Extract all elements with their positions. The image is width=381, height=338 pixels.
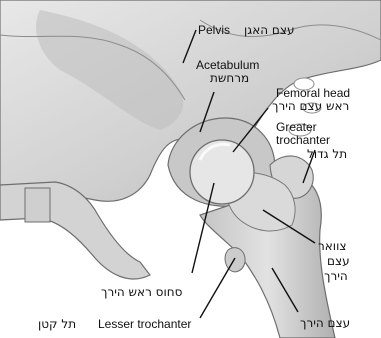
label-head-ligament-he: סחוס ראש הירך <box>101 286 182 299</box>
label-neck-he-line3: הירך <box>324 270 348 283</box>
label-neck-he-line2: עצם <box>327 255 350 268</box>
femoral-head-shape <box>190 140 254 204</box>
label-femoral-head-he: ראש עצם הירך <box>272 100 349 113</box>
pointer-lesser-trochanter <box>200 258 235 318</box>
label-lesser-trochanter-he: תל קטן <box>38 318 76 331</box>
label-pelvis-he: עצם האגן <box>244 24 294 37</box>
label-greater-trochanter-he: תל גדול <box>307 148 347 161</box>
label-lesser-trochanter: Lesser trochanter <box>98 318 191 331</box>
label-neck-he-line1: צוואר <box>318 240 346 253</box>
pubic-symphysis <box>25 188 50 222</box>
label-femur-he: עצם הירך <box>300 317 350 330</box>
label-acetabulum-he: מרחשת <box>210 72 249 85</box>
label-greater-trochanter-line2: trochanter <box>276 134 330 147</box>
label-pelvis: Pelvis <box>198 24 230 37</box>
lesser-trochanter-shape <box>225 248 245 272</box>
